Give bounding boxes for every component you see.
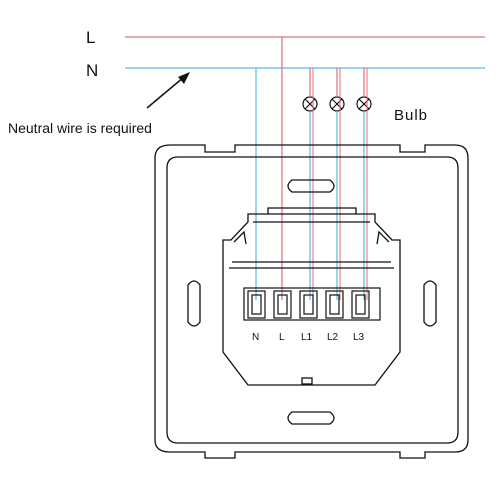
screw-slot-right xyxy=(423,280,437,327)
mounting-box xyxy=(222,207,401,386)
terminal-label-l: L xyxy=(279,332,285,343)
neutral-label: N xyxy=(86,61,98,80)
terminal-block xyxy=(243,287,381,321)
bulb-icon xyxy=(329,96,345,112)
screw-slot-top xyxy=(287,179,335,193)
wall-plate xyxy=(154,144,469,459)
bulb-icon xyxy=(356,96,372,112)
bulb-label: Bulb xyxy=(394,107,428,124)
screw-slot-left xyxy=(187,280,201,327)
terminal-label-l1: L1 xyxy=(301,332,313,343)
terminal-label-l2: L2 xyxy=(327,332,339,343)
bulb-icon xyxy=(302,96,318,112)
terminal-label-n: N xyxy=(252,332,259,343)
terminal-label-l3: L3 xyxy=(353,332,365,343)
arrow-icon xyxy=(146,72,190,109)
neutral-note: Neutral wire is required xyxy=(8,120,152,136)
screw-slot-bottom xyxy=(287,411,335,425)
live-label: L xyxy=(86,28,95,47)
